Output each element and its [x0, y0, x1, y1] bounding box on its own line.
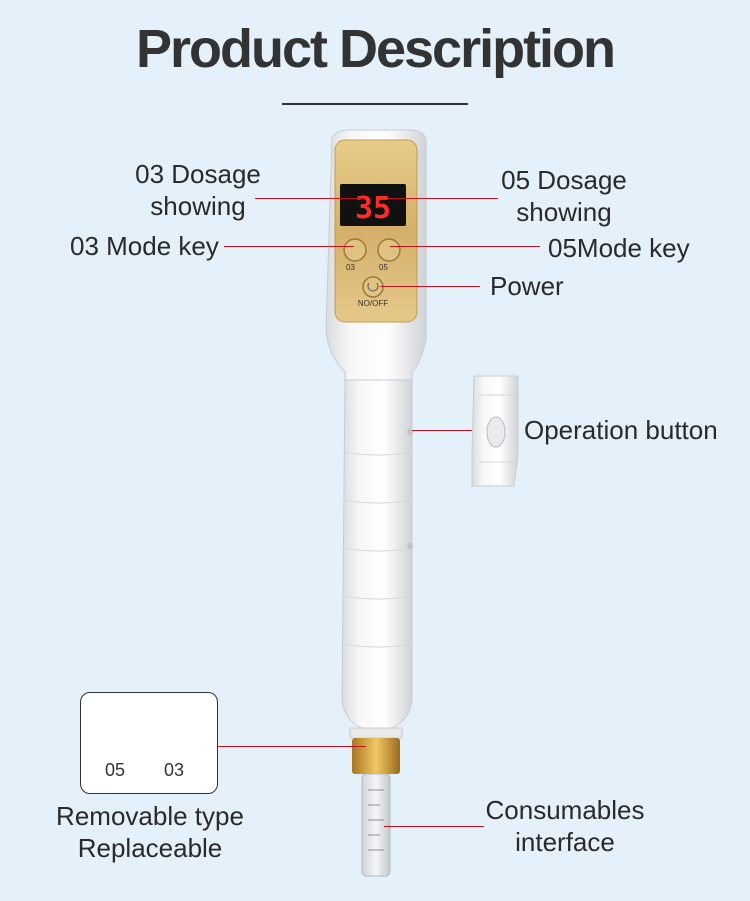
- callout-line-mode-05: [390, 246, 540, 247]
- callout-line-power: [380, 286, 480, 287]
- power-icon: [367, 282, 379, 292]
- callout-line-operation: [412, 430, 472, 431]
- mode-key-03-button[interactable]: [343, 238, 367, 262]
- label-removable: Removable type Replaceable: [56, 801, 244, 863]
- label-operation-button: Operation button: [524, 415, 718, 445]
- thread-label-03: 03: [164, 760, 185, 780]
- label-consumables: Consumables interface: [485, 795, 645, 857]
- label-power: Power: [490, 271, 564, 301]
- label-mode-key-05: 05Mode key: [548, 233, 690, 263]
- callout-line-consumables: [384, 826, 484, 827]
- mode-key-03-caption: 03: [346, 263, 355, 272]
- callout-line-dosage-05: [388, 198, 498, 199]
- operation-button-closeup: [471, 375, 519, 487]
- power-button[interactable]: [362, 276, 384, 298]
- mode-key-05-button[interactable]: [377, 238, 401, 262]
- thread-label-05: 05: [105, 760, 126, 780]
- mode-key-05-caption: 05: [379, 263, 388, 272]
- label-dosage-05: 05 Dosage showing: [501, 165, 627, 227]
- label-dosage-03: 03 Dosage showing: [135, 159, 261, 221]
- page-title: Product Description: [135, 19, 616, 79]
- callout-line-mode-03: [224, 246, 354, 247]
- dosage-display-value: 35: [355, 191, 391, 226]
- label-mode-key-03: 03 Mode key: [70, 231, 219, 261]
- thread-inserts-box: [80, 692, 218, 794]
- power-caption: NO/OFF: [358, 299, 388, 308]
- title-divider: [282, 103, 468, 105]
- callout-line-removable: [216, 746, 366, 747]
- callout-line-dosage-03: [255, 198, 365, 199]
